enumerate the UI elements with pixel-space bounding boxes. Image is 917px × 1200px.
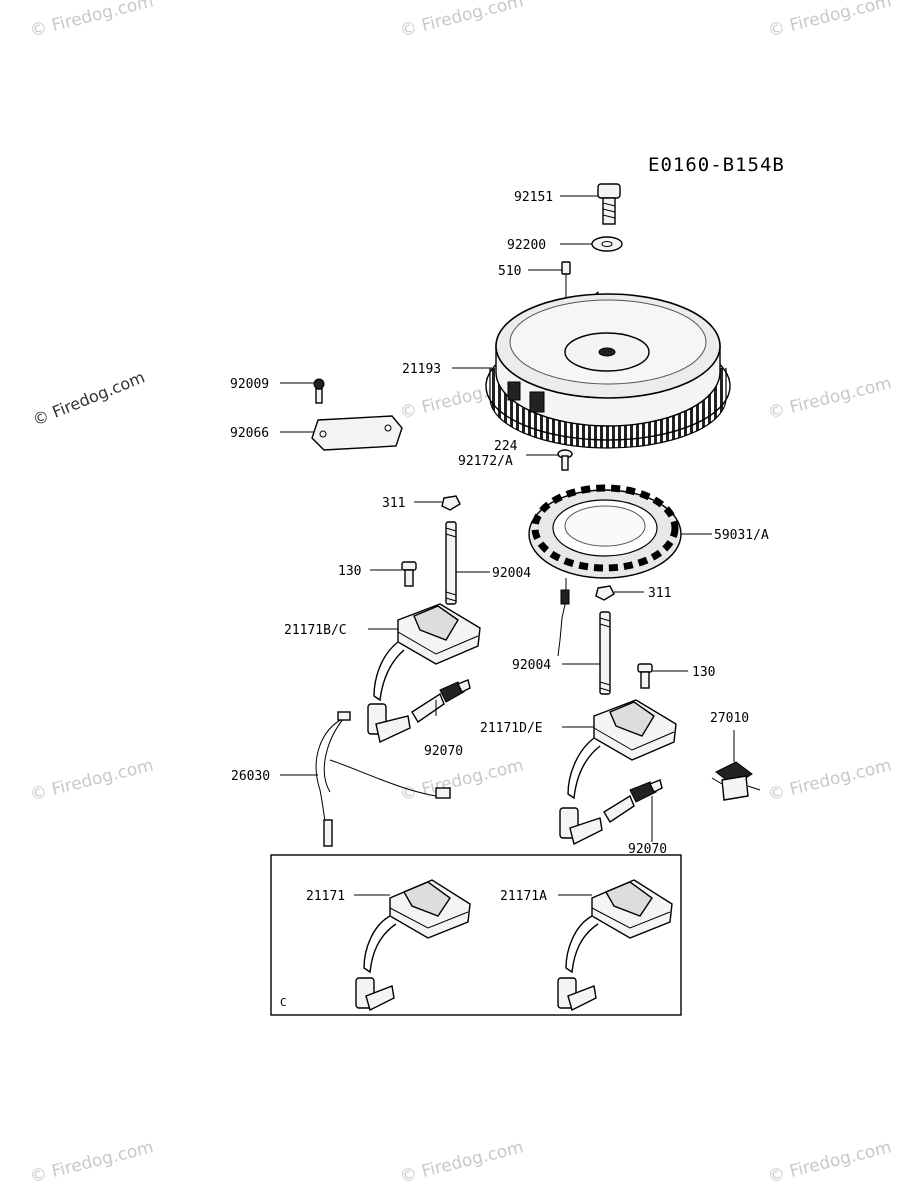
label-130-left: 130 xyxy=(338,564,361,579)
label-21171de: 21171D/E xyxy=(480,721,543,736)
label-510: 510 xyxy=(498,264,521,279)
label-130-right: 130 xyxy=(692,665,715,680)
stator-59031a[interactable] xyxy=(528,484,682,657)
label-92070-right: 92070 xyxy=(628,842,667,857)
label-92066: 92066 xyxy=(230,426,269,441)
label-21171: 21171 xyxy=(306,889,345,904)
switch-27010[interactable] xyxy=(711,761,761,801)
label-92200: 92200 xyxy=(507,238,546,253)
label-92009: 92009 xyxy=(230,377,269,392)
label-26030: 26030 xyxy=(231,769,270,784)
spark-plug-92070-right[interactable] xyxy=(603,779,663,823)
washer-92200[interactable] xyxy=(591,236,623,252)
label-92004-left: 92004 xyxy=(492,566,531,581)
bolt-130-right[interactable] xyxy=(637,663,653,689)
bolt-92151[interactable] xyxy=(597,183,621,225)
harness-26030[interactable] xyxy=(315,711,451,847)
inset-label-c: C xyxy=(280,996,287,1009)
inset-box-c xyxy=(270,854,682,1016)
label-21193: 21193 xyxy=(402,362,441,377)
plate-92066[interactable] xyxy=(311,415,403,451)
nut-311-left[interactable] xyxy=(441,495,461,511)
ignition-coil-21171[interactable] xyxy=(355,879,471,1012)
label-92004-right: 92004 xyxy=(512,658,551,673)
bolt-130-left[interactable] xyxy=(401,561,417,587)
leader-lines xyxy=(280,195,735,896)
stud-92004-right[interactable] xyxy=(599,611,611,695)
label-224: 224 xyxy=(494,439,518,454)
ignition-coil-21171a[interactable] xyxy=(557,879,673,1012)
label-92151: 92151 xyxy=(514,190,553,205)
ignition-coil-21171bc[interactable] xyxy=(367,603,481,744)
label-92070-left: 92070 xyxy=(424,744,463,759)
label-311-right: 311 xyxy=(648,586,671,601)
nut-311-right[interactable] xyxy=(595,585,615,601)
screw-92009[interactable] xyxy=(313,378,325,404)
ignition-coil-21171de[interactable] xyxy=(559,699,677,846)
label-21171bc: 21171B/C xyxy=(284,623,347,638)
label-59031a: 59031/A xyxy=(714,528,769,543)
bolt-92172a[interactable] xyxy=(557,449,573,471)
stud-92004-left[interactable] xyxy=(445,521,457,605)
label-21171a: 21171A xyxy=(500,889,547,904)
label-92172a: 92172/A xyxy=(458,454,513,469)
label-27010: 27010 xyxy=(710,711,749,726)
flywheel-21193[interactable] xyxy=(485,293,731,449)
spark-plug-92070-left[interactable] xyxy=(411,679,471,724)
label-311-left: 311 xyxy=(382,496,405,511)
diagram-code: E0160-B154B xyxy=(648,154,785,176)
